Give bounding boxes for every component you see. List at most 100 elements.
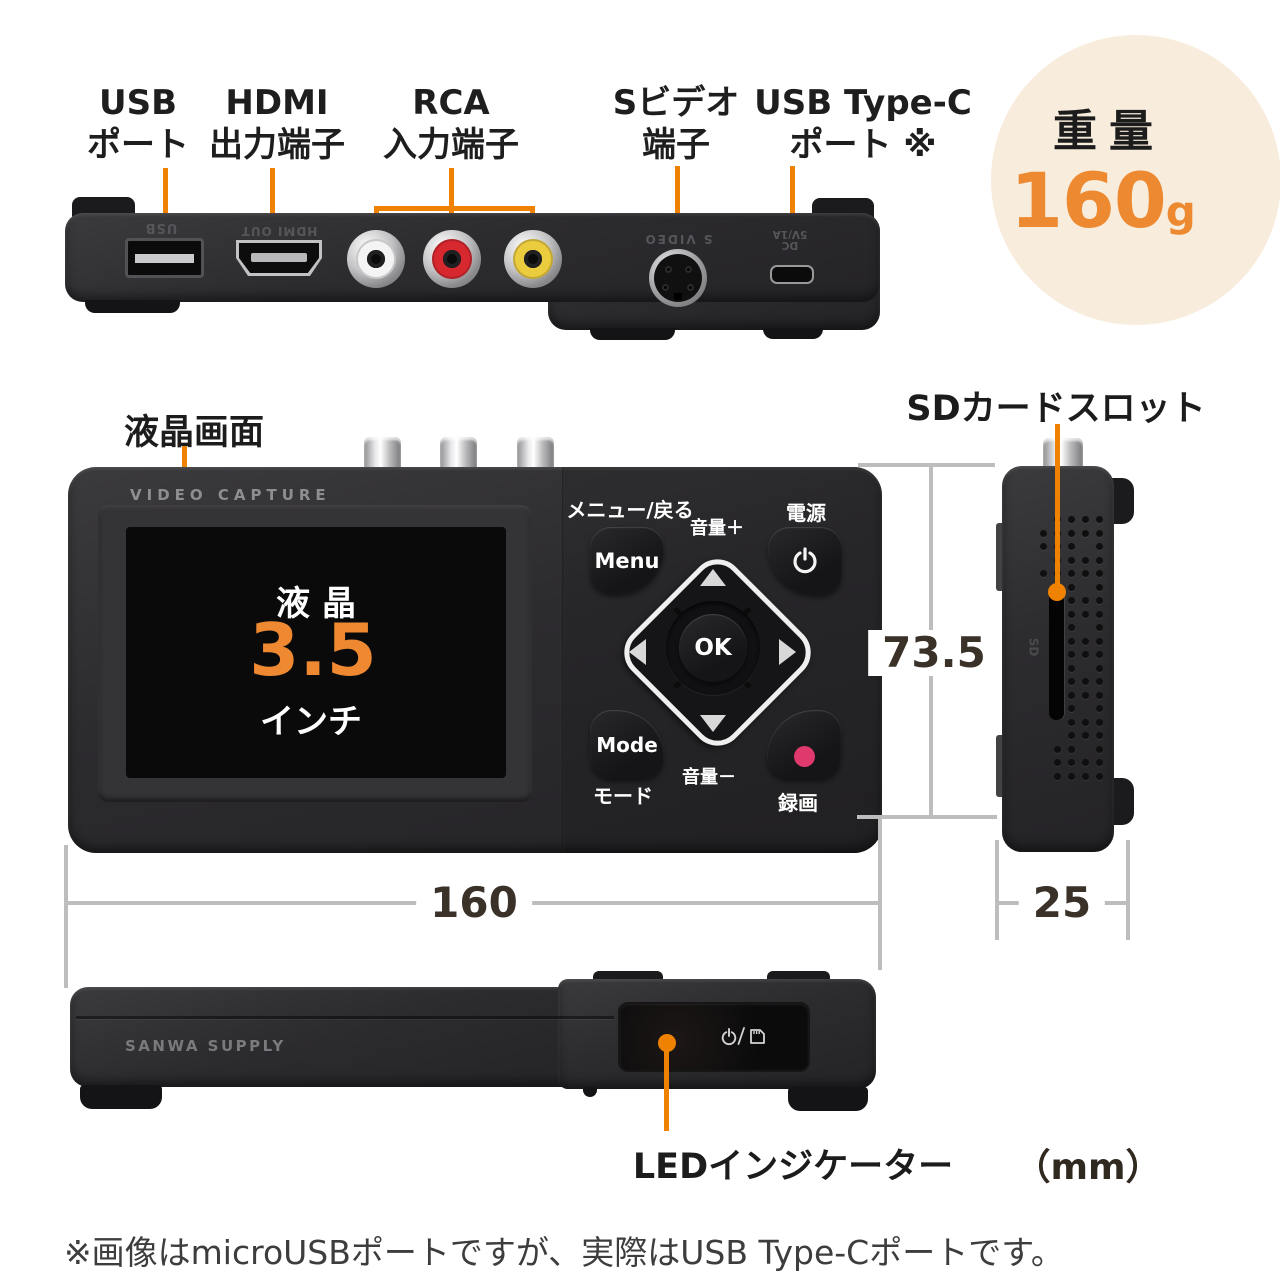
- vent-hole: [1068, 570, 1075, 577]
- vent-hole: [1096, 597, 1103, 604]
- svideo-pin1: [665, 266, 672, 273]
- dim-depth-value: 25: [1018, 880, 1106, 926]
- vent-hole: [1068, 759, 1075, 766]
- weight-title: 重量: [1053, 106, 1165, 157]
- hdmi-port-print: HDMI OUT: [240, 224, 318, 238]
- dpad-right-arrow-icon: [779, 639, 796, 665]
- vent-hole: [1082, 651, 1089, 658]
- usb-a-tongue: [135, 254, 194, 263]
- vent-hole: [1068, 543, 1075, 550]
- dim-depth-tick-right: [1126, 840, 1130, 940]
- vent-hole: [1082, 557, 1089, 564]
- dim-height-value: 73.5: [868, 630, 1000, 676]
- power-icon: [793, 547, 817, 574]
- volume-down-label: 音量－: [682, 767, 736, 788]
- port-label-hdmi-line1: HDMI: [225, 83, 329, 123]
- side-rca-plug: [1043, 438, 1083, 467]
- vent-hole: [1096, 759, 1103, 766]
- dim-depth-tick-left: [995, 840, 999, 940]
- vent-hole: [1096, 678, 1103, 685]
- vent-hole: [1082, 611, 1089, 618]
- dpad-up-arrow-icon: [700, 569, 726, 586]
- vent-hole: [1082, 597, 1089, 604]
- rca-plug-2: [440, 437, 477, 467]
- vent-hole: [1096, 732, 1103, 739]
- vent-hole: [1040, 530, 1047, 537]
- port-label-hdmi-line2: 出力端子: [209, 125, 345, 165]
- port-label-svideo-line2: 端子: [642, 125, 710, 165]
- vent-hole: [1068, 651, 1075, 658]
- vent-hole: [1054, 773, 1061, 780]
- sd-slot-label: SDカードスロット: [906, 389, 1206, 429]
- dim-width-tick-left: [64, 845, 68, 988]
- vent-hole: [1096, 516, 1103, 523]
- mode-jp-label: モード: [593, 784, 653, 808]
- vent-hole: [1068, 692, 1075, 699]
- port-label-usb-line1: USB: [98, 83, 177, 123]
- vent-hole: [1082, 678, 1089, 685]
- menu-back-label: メニュー/戻る: [566, 498, 694, 522]
- vent-hole: [1054, 746, 1061, 753]
- port-label-svideo-line1: Sビデオ: [612, 83, 740, 123]
- rca-plug-1: [364, 437, 401, 467]
- top-view-foot-right: [763, 328, 823, 339]
- vent-hole: [1068, 732, 1075, 739]
- port-label-svideo: Sビデオ 端子: [613, 82, 740, 166]
- vent-hole: [1068, 638, 1075, 645]
- vent-hole: [1054, 759, 1061, 766]
- sd-card-slot: [1049, 590, 1064, 720]
- vent-hole: [1082, 516, 1089, 523]
- vent-hole: [1096, 557, 1103, 564]
- weight-badge-content: 重量 160 g: [958, 35, 1248, 241]
- rca-yellow-hole: [524, 250, 542, 268]
- vent-hole: [1082, 638, 1089, 645]
- screen-text-line3: インチ: [260, 702, 362, 742]
- port-label-usb-line2: ポート: [87, 125, 189, 165]
- svideo-key-notch: [674, 293, 682, 300]
- port-label-rca-line1: RCA: [412, 83, 490, 123]
- vent-hole: [1068, 773, 1075, 780]
- vent-hole: [1096, 692, 1103, 699]
- led-indicator-panel: [618, 1002, 810, 1072]
- vent-hole: [1082, 570, 1089, 577]
- dim-width-value: 160: [416, 880, 532, 926]
- port-label-usb: USB ポート: [87, 82, 189, 166]
- leader-dot-led: [658, 1034, 676, 1052]
- leader-line-rca-stem: [449, 168, 454, 210]
- vent-hole: [1068, 678, 1075, 685]
- rca-red-hole: [443, 250, 461, 268]
- vent-hole: [1040, 543, 1047, 550]
- port-label-typec-line1: USB Type-C: [754, 83, 972, 123]
- port-label-typec: USB Type-C ポート ※: [754, 82, 972, 166]
- volume-up-label: 音量＋: [690, 518, 744, 539]
- vent-hole: [1096, 638, 1103, 645]
- svideo-port: [649, 249, 707, 307]
- vent-hole: [1068, 516, 1075, 523]
- vent-hole: [1068, 719, 1075, 726]
- vent-hole: [1082, 759, 1089, 766]
- port-label-rca: RCA 入力端子: [383, 82, 519, 166]
- svideo-pin3: [662, 284, 669, 291]
- top-view-foot-left: [85, 300, 180, 313]
- dc-port-print: DC 5V/1A: [773, 228, 808, 251]
- micro-usb-port: [770, 265, 814, 284]
- vent-hole: [1096, 570, 1103, 577]
- vent-hole: [1096, 719, 1103, 726]
- svideo-port-print: S VIDEO: [643, 232, 713, 246]
- power-sd-status-icon: [721, 1027, 765, 1046]
- vent-hole: [1096, 530, 1103, 537]
- vent-hole: [1068, 624, 1075, 631]
- leader-dot-sd: [1048, 583, 1066, 601]
- screen-callout-label: 液晶画面: [123, 413, 265, 453]
- led-indicator-label: LEDインジケーター: [632, 1147, 954, 1187]
- bottom-foot-left: [80, 1085, 162, 1109]
- svideo-pin4: [687, 284, 694, 291]
- dc-print-line1: DC: [781, 239, 799, 251]
- bottom-view-body: [70, 987, 620, 1087]
- vent-hole: [1068, 705, 1075, 712]
- vent-hole: [1082, 530, 1089, 537]
- power-button: [768, 527, 842, 595]
- vent-hole: [1096, 584, 1103, 591]
- vent-hole: [1096, 624, 1103, 631]
- dpad-down-arrow-icon: [700, 715, 726, 732]
